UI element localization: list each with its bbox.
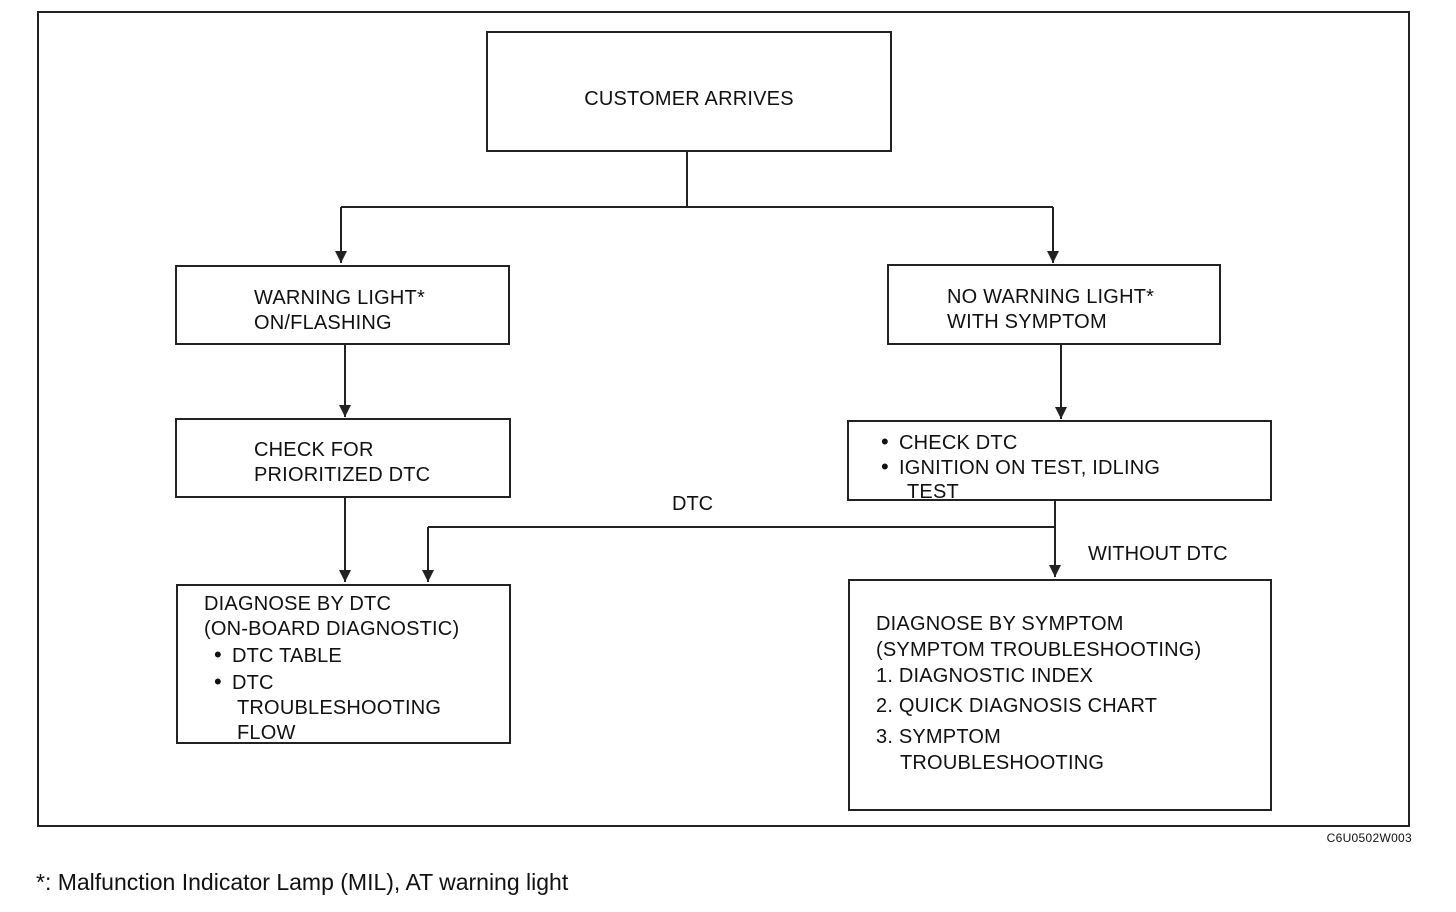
warning-light-box: WARNING LIGHT* ON/FLASHING — [175, 265, 510, 345]
no-warning-light-box: NO WARNING LIGHT* WITH SYMPTOM — [887, 264, 1221, 345]
diagnose-symptom-subtitle: (SYMPTOM TROUBLESHOOTING) — [876, 639, 1202, 661]
customer-arrives-box: CUSTOMER ARRIVES — [486, 31, 892, 152]
check-dtc-item-1: CHECK DTC — [881, 430, 1270, 455]
check-dtc-item-1-text: CHECK DTC — [899, 432, 1018, 454]
check-dtc-item-2-cont: TEST — [907, 481, 959, 503]
diagram-frame — [37, 11, 1410, 827]
diagnose-dtc-item-2: DTC — [204, 669, 509, 696]
no-warning-light-line-1: NO WARNING LIGHT* — [947, 286, 1155, 308]
figure-code: C6U0502W003 — [1326, 831, 1412, 845]
check-prioritized-line-1: CHECK FOR — [254, 439, 374, 461]
diagnose-by-symptom-box: DIAGNOSE BY SYMPTOM (SYMPTOM TROUBLESHOO… — [848, 579, 1272, 811]
no-warning-light-line-2: WITH SYMPTOM — [947, 311, 1107, 333]
diagnose-dtc-title: DIAGNOSE BY DTC — [204, 593, 392, 615]
warning-light-line-2: ON/FLASHING — [254, 312, 392, 334]
diagnose-by-dtc-box: DIAGNOSE BY DTC (ON-BOARD DIAGNOSTIC) DT… — [176, 584, 511, 744]
diagnose-symptom-item-2: 2. QUICK DIAGNOSIS CHART — [876, 695, 1158, 717]
check-prioritized-line-2: PRIORITIZED DTC — [254, 464, 431, 486]
diagnose-dtc-item-1: DTC TABLE — [204, 642, 509, 669]
warning-light-line-1: WARNING LIGHT* — [254, 287, 425, 309]
customer-arrives-text: CUSTOMER ARRIVES — [584, 88, 794, 110]
footnote: *: Malfunction Indicator Lamp (MIL), AT … — [36, 869, 569, 895]
diagnose-dtc-item-2-cont-1: TROUBLESHOOTING — [237, 697, 442, 719]
diagnose-symptom-item-1: 1. DIAGNOSTIC INDEX — [876, 665, 1094, 687]
diagnose-symptom-title: DIAGNOSE BY SYMPTOM — [876, 613, 1124, 635]
check-dtc-item-2-text: IGNITION ON TEST, IDLING — [899, 457, 1161, 479]
check-prioritized-dtc-box: CHECK FOR PRIORITIZED DTC — [175, 418, 511, 498]
without-dtc-edge-label: WITHOUT DTC — [1088, 543, 1228, 565]
dtc-edge-label: DTC — [672, 493, 714, 515]
check-dtc-box: CHECK DTC IGNITION ON TEST, IDLING TEST — [847, 420, 1272, 503]
check-dtc-item-2: IGNITION ON TEST, IDLING — [881, 455, 1270, 480]
diagnose-symptom-item-3-cont: TROUBLESHOOTING — [900, 752, 1105, 774]
diagnose-dtc-item-2-text: DTC — [232, 672, 274, 694]
diagnose-dtc-item-2-cont-2: FLOW — [237, 722, 296, 744]
diagnose-symptom-item-3: 3. SYMPTOM — [876, 726, 1001, 748]
diagnose-dtc-item-1-text: DTC TABLE — [232, 645, 342, 667]
diagnose-dtc-subtitle: (ON-BOARD DIAGNOSTIC) — [204, 618, 460, 640]
